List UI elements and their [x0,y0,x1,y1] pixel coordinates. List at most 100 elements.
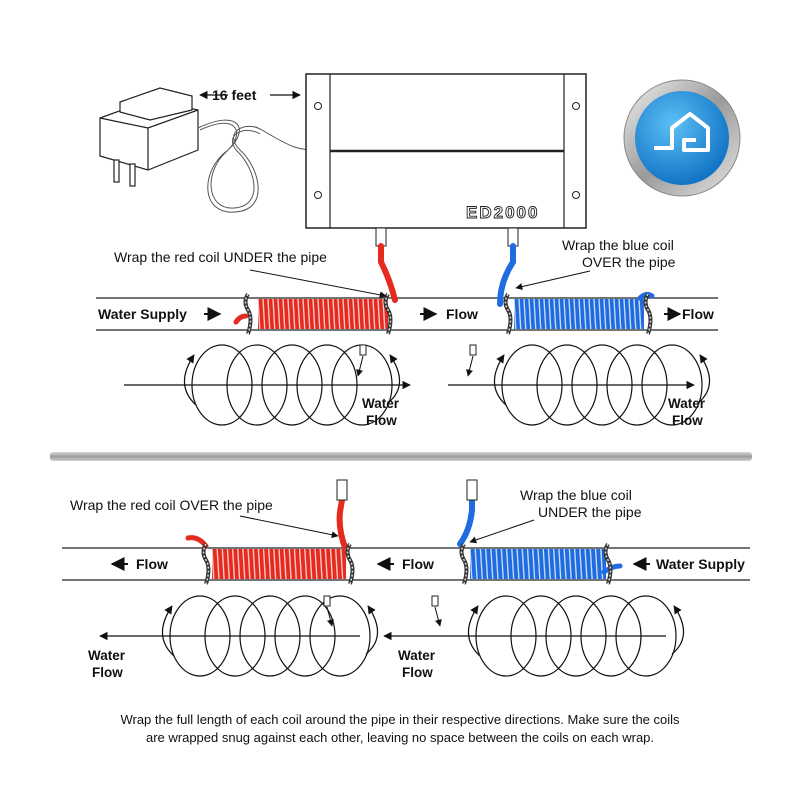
coil-turn [242,548,246,580]
pipe-clamp-band [504,293,512,335]
coil-turn [623,298,627,330]
water-supply-label: Water Supply [656,556,745,572]
red-coil [211,548,349,580]
coil-turn [490,548,494,580]
coil-turn [573,298,577,330]
coil-turn [553,298,557,330]
coil-turn [297,298,301,330]
coil-turn [628,298,632,330]
coil-turn [267,298,271,330]
coil-turn [298,548,303,580]
water-flow-label-right-1: Water [668,396,706,411]
spiral-diagram-right [493,344,711,426]
coil-turn [221,548,225,580]
coil-turn [563,298,567,330]
coil-turn [357,298,361,330]
spiral-loop [536,344,598,426]
coil-turn [277,298,281,330]
coil-turn [332,298,336,330]
spiral-loop [580,595,642,677]
spiral-entry [467,605,481,657]
control-box: ED2000 [305,73,587,247]
brand-logo: ED2000 [466,203,539,222]
home-icon [654,112,710,152]
water-flow-label-right-2: Flow [672,413,703,428]
coil-turn [516,548,520,580]
spiral-loop [296,344,358,426]
water-flow-label-left-2: Flow [92,665,123,680]
pipe-clamps [243,292,653,335]
coil-turn [324,548,328,580]
coil-turn [377,298,381,330]
coil-turn [257,298,261,330]
coil-turn [521,548,525,580]
water-flow-label-left-1: Water [88,648,126,663]
coil-turn [334,548,339,580]
pipe-clamp-band [346,543,354,585]
coil-turn [372,298,376,330]
coil-turn [484,548,489,580]
coil-turn [589,548,593,580]
coil-turn [558,298,562,330]
red-coil [257,298,391,330]
coil-turn [247,548,251,580]
blue-instruction-line2: OVER the pipe [582,254,676,270]
coil-turn [262,298,266,330]
coil-turn [237,548,241,580]
coil-turn [272,298,276,330]
coil-turn [608,298,612,330]
coil-turn [319,548,323,580]
coil-turn [352,298,356,330]
coil-turn [537,548,541,580]
coil-turn [474,548,478,580]
section-divider [50,452,752,461]
flow-label-middle: Flow [402,556,434,572]
coil-turn [278,548,282,580]
coil-turn [231,548,236,580]
blue-instruction-line2: UNDER the pipe [538,504,642,520]
pipe-clamps [201,542,613,585]
coil-turn [304,548,308,580]
coil-turn [293,548,297,580]
coil-turn [543,298,547,330]
coil-turn [282,298,286,330]
coil-turn [382,298,386,330]
spiral-exit [697,354,711,404]
coil-turn [600,548,604,580]
coil-turn [287,298,291,330]
spiral-loop [606,344,668,426]
water-flow-label-left-1: Water [362,396,400,411]
coil-turn [292,298,296,330]
pipe-clamp-band [644,293,652,335]
spiral-entry [161,605,175,657]
coil-turn [337,298,341,330]
coil-turn [579,548,583,580]
blue-instruction-line1: Wrap the blue coil [562,237,674,253]
coil-turn [552,548,557,580]
spiral-loop [239,595,301,677]
coil-turn [314,548,318,580]
blue-coil [469,548,609,580]
coil-turn [584,548,588,580]
spiral-loop [501,344,563,426]
coil-turn [226,548,230,580]
coil-turn [327,298,331,330]
blue-coil [513,298,647,330]
coil-turn [288,548,292,580]
coil-turn [367,298,371,330]
cable-length-label: 16 feet [212,87,257,103]
coil-turn [523,298,527,330]
coil-turn [495,548,499,580]
coil-turn [533,298,537,330]
coil-turn [513,298,517,330]
coil-turn [578,298,582,330]
coil-turn [317,298,321,330]
coil-turn [638,298,642,330]
coil-turn [542,548,546,580]
coil-turn [362,298,366,330]
coil-turn [257,548,261,580]
coil-turn [511,548,515,580]
coil-turn [302,298,306,330]
water-supply-label: Water Supply [98,306,187,322]
